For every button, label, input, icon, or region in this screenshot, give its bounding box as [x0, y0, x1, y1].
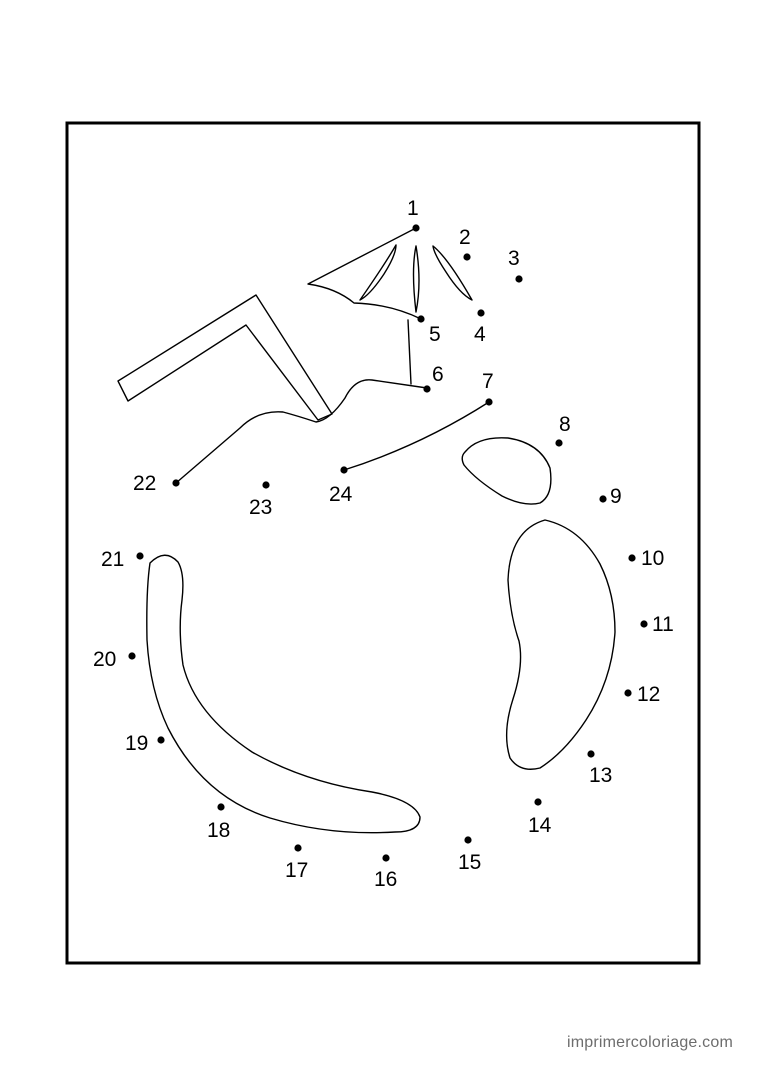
dot-label-8: 8 [559, 413, 571, 436]
dot-7 [485, 398, 493, 406]
dot-3 [515, 275, 523, 283]
dot-label-21: 21 [101, 548, 124, 571]
dot-1 [412, 224, 420, 232]
dot-label-22: 22 [133, 472, 156, 495]
dot-label-4: 4 [474, 323, 486, 346]
dot-2 [463, 253, 471, 261]
dot-23 [262, 481, 270, 489]
dot-11 [640, 620, 648, 628]
page-border [65, 121, 701, 965]
site-credit: imprimercoloriage.com [566, 1034, 733, 1051]
dot-24 [340, 466, 348, 474]
dot-label-1: 1 [407, 197, 419, 220]
dot-label-11: 11 [652, 613, 674, 636]
dot-label-3: 3 [508, 247, 520, 270]
dot-label-7: 7 [482, 370, 494, 393]
dot-label-20: 20 [93, 648, 116, 671]
dot-label-2: 2 [459, 226, 471, 249]
straw-drawing [117, 294, 333, 421]
dot-15 [464, 836, 472, 844]
dot-20 [128, 652, 136, 660]
dot-label-12: 12 [637, 683, 660, 706]
dot-9 [599, 495, 607, 503]
dot-8 [555, 439, 563, 447]
highlight-shape-right [505, 519, 616, 770]
dot-label-18: 18 [207, 819, 230, 842]
numbered-dots: 1 2 3 4 5 6 7 8 9 10 11 12 13 14 15 16 1 [93, 197, 674, 891]
dot-label-13: 13 [589, 764, 612, 787]
glass-rim-inner-drawing [343, 401, 490, 471]
highlight-shape-left [146, 554, 421, 834]
dot-label-10: 10 [641, 547, 664, 570]
dot-12 [624, 689, 632, 697]
highlight-shape-top [461, 437, 552, 505]
dot-16 [382, 854, 390, 862]
dot-label-24: 24 [329, 483, 353, 506]
dot-17 [294, 844, 302, 852]
dot-21 [136, 552, 144, 560]
dot-label-6: 6 [432, 363, 444, 386]
dot-14 [534, 798, 542, 806]
dot-4 [477, 309, 485, 317]
glass-rim-drawing [175, 379, 428, 484]
dot-22 [172, 479, 180, 487]
dot-13 [587, 750, 595, 758]
dot-label-5: 5 [429, 323, 441, 346]
dot-label-15: 15 [458, 851, 481, 874]
dot-label-17: 17 [285, 859, 308, 882]
dot-19 [157, 736, 165, 744]
umbrella-drawing [307, 227, 473, 385]
dot-label-19: 19 [125, 732, 148, 755]
dot-label-14: 14 [528, 814, 552, 837]
dot-label-23: 23 [249, 496, 272, 519]
dot-5 [417, 315, 425, 323]
dot-label-16: 16 [374, 868, 397, 891]
dot-6 [423, 385, 431, 393]
dot-18 [217, 803, 225, 811]
dot-10 [628, 554, 636, 562]
dot-label-9: 9 [610, 485, 622, 508]
